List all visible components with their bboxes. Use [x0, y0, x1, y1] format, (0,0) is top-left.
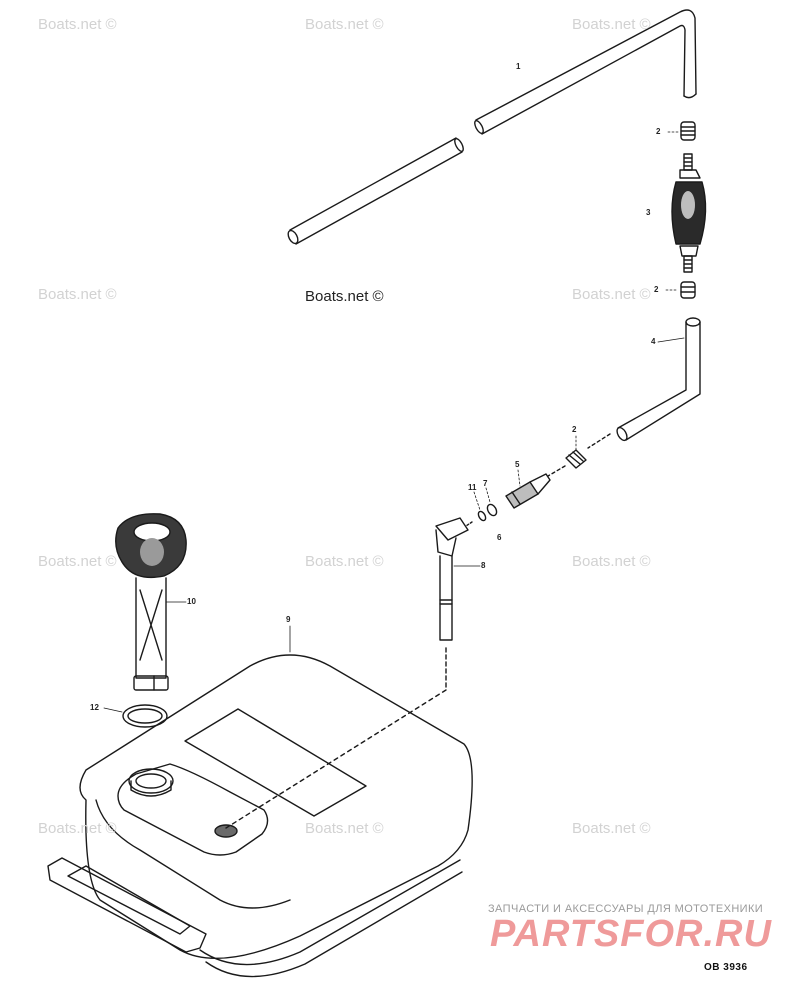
filler-cap-assembly	[115, 513, 187, 691]
callout-1: 1	[516, 62, 521, 71]
watermark: Boats.net ©	[305, 820, 384, 837]
watermark: Boats.net ©	[305, 16, 384, 33]
callout-6: 6	[497, 533, 502, 542]
watermark: Boats.net ©	[38, 820, 117, 837]
callout-7: 7	[483, 479, 488, 488]
callout-9: 9	[286, 615, 291, 624]
fuel-connector	[505, 473, 551, 509]
fuel-hose-lower	[287, 137, 464, 245]
o-ring-11	[477, 510, 487, 522]
gasket-ring	[122, 704, 168, 728]
watermark: Boats.net ©	[305, 288, 384, 305]
bent-fuel-hose	[616, 317, 701, 442]
hose-clamp-lower	[565, 449, 587, 469]
callout-2: 2	[654, 285, 659, 294]
fuel-tank	[47, 654, 473, 978]
brand-logo: PARTSFOR.RU	[490, 913, 772, 955]
primer-bulb	[671, 153, 707, 273]
hose-clamp-top	[680, 121, 696, 141]
callout-8: 8	[481, 561, 486, 570]
callout-12: 12	[90, 703, 99, 712]
callout-10: 10	[187, 597, 196, 606]
fuel-pickup-elbow	[435, 517, 469, 641]
callout-4: 4	[651, 337, 656, 346]
watermark: Boats.net ©	[572, 820, 651, 837]
watermark: Boats.net ©	[572, 553, 651, 570]
brand-tagline: ЗАПЧАСТИ И АКСЕССУАРЫ ДЛЯ МОТОТЕХНИКИ	[488, 903, 764, 915]
watermark: Boats.net ©	[305, 553, 384, 570]
watermark: Boats.net ©	[38, 16, 117, 33]
watermark: Boats.net ©	[38, 553, 117, 570]
watermark: Boats.net ©	[38, 286, 117, 303]
hose-clamp-middle	[680, 281, 696, 299]
callout-11: 11	[468, 483, 477, 492]
callout-2: 2	[656, 127, 661, 136]
fuel-hose-upper	[474, 9, 697, 135]
o-ring-7	[486, 503, 498, 517]
watermark: Boats.net ©	[572, 16, 651, 33]
callout-5: 5	[515, 460, 520, 469]
watermark: Boats.net ©	[572, 286, 651, 303]
callout-2: 2	[572, 425, 577, 434]
callout-3: 3	[646, 208, 651, 217]
diagram-part-number: OB 3936	[704, 962, 748, 973]
